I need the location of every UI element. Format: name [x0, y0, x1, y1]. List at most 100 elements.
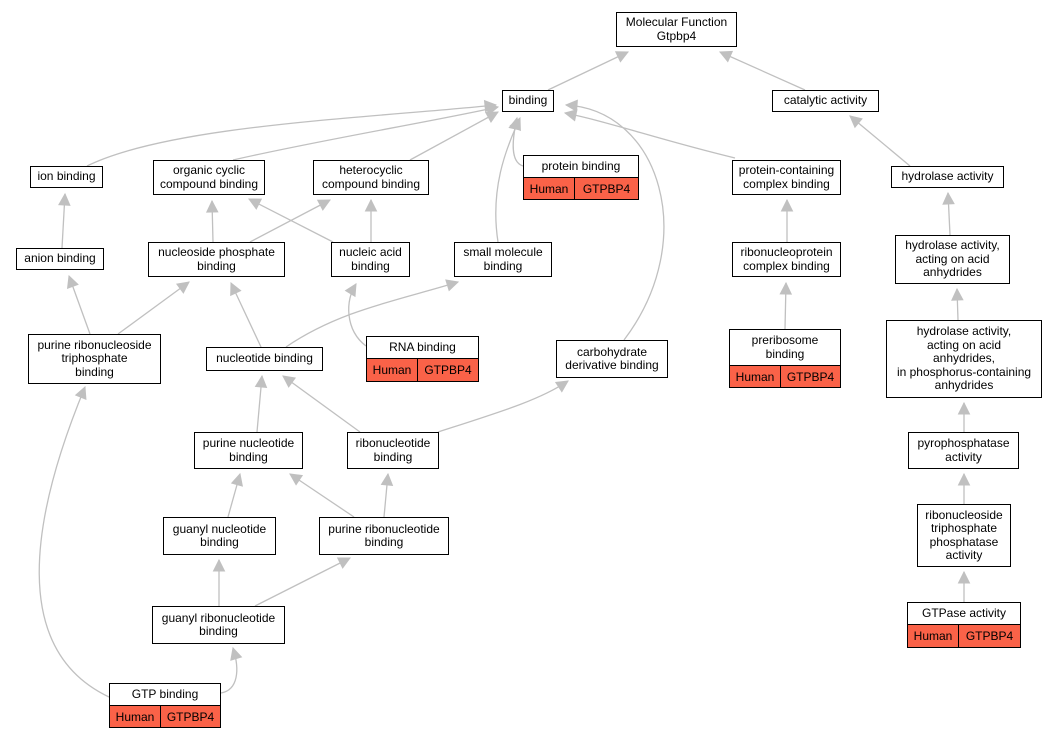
node-gtpase-activity[interactable]: GTPase activity Human GTPBP4: [907, 602, 1021, 648]
edge-ribonucleotide-to-carbohydrate: [437, 380, 569, 433]
annotation-row: Human GTPBP4: [730, 365, 840, 387]
node-gtp-binding[interactable]: GTP binding Human GTPBP4: [109, 683, 221, 728]
node-purine-ribonucleotide-binding[interactable]: purine ribonucleotide binding: [319, 517, 449, 555]
node-hydrolase-acid-anhydrides[interactable]: hydrolase activity, acting on acid anhyd…: [895, 235, 1010, 284]
edge-purine_ribonucleotide-to-purine_nucleotide: [289, 473, 355, 518]
node-nucleoside-phosphate-binding[interactable]: nucleoside phosphate binding: [148, 242, 285, 277]
edge-ion-to-binding: [86, 104, 497, 167]
node-preribosome-binding-title: preribosome binding: [751, 333, 819, 361]
arrowhead: [554, 380, 569, 393]
edge-nucleoside_phosphate-to-heterocyclic: [249, 199, 331, 243]
edge-hydrolase-to-catalytic: [849, 115, 911, 167]
node-hydrolase-phosphorus-anhydrides[interactable]: hydrolase activity, acting on acid anhyd…: [886, 320, 1042, 398]
annotation-row: Human GTPBP4: [110, 705, 220, 727]
arrowhead: [957, 401, 971, 415]
species-label: Human: [524, 178, 575, 199]
arrowhead: [380, 472, 394, 487]
node-anion-binding[interactable]: anion binding: [16, 248, 104, 270]
edge-small_molecule-to-binding: [495, 117, 521, 243]
arrowhead: [563, 109, 578, 122]
node-protein-binding-title: protein binding: [541, 158, 621, 173]
species-label: Human: [730, 366, 781, 387]
node-small-molecule-binding[interactable]: small molecule binding: [454, 242, 552, 277]
node-guanyl-ribonucleotide-binding[interactable]: guanyl ribonucleotide binding: [152, 606, 285, 644]
edge-ribonucleotide-to-nucleotide: [282, 375, 361, 433]
node-purine-ribonucleoside-triphosphate-binding[interactable]: purine ribonucleoside triphosphate bindi…: [28, 334, 161, 384]
gene-label: GTPBP4: [965, 629, 1014, 643]
edge-gtp_binding-to-purine_rnt: [38, 386, 110, 698]
arrowhead: [951, 287, 964, 301]
edge-organic_cyclic-to-binding: [232, 106, 499, 161]
arrowhead: [230, 646, 243, 661]
annotation-row: Human GTPBP4: [524, 177, 638, 199]
arrowhead: [564, 99, 578, 113]
arrowhead: [484, 111, 499, 124]
node-ribonucleotide-binding[interactable]: ribonucleotide binding: [347, 432, 439, 469]
node-binding[interactable]: binding: [502, 90, 554, 112]
node-organic-cyclic-compound-binding[interactable]: organic cyclic compound binding: [153, 160, 265, 195]
node-ion-binding[interactable]: ion binding: [30, 166, 103, 188]
node-carbohydrate-derivative-binding[interactable]: carbohydrate derivative binding: [556, 340, 668, 378]
arrowhead: [957, 570, 971, 584]
arrowhead: [780, 198, 794, 212]
node-ribonucleoside-triphosphate-phosphatase[interactable]: ribonucleoside triphosphate phosphatase …: [917, 504, 1011, 567]
arrowhead: [254, 374, 268, 389]
node-gtpase-activity-title: GTPase activity: [921, 605, 1007, 620]
arrowhead: [289, 473, 304, 486]
node-protein-binding[interactable]: protein binding Human GTPBP4: [523, 155, 639, 200]
node-guanyl-nucleotide-binding[interactable]: guanyl nucleotide binding: [163, 517, 276, 555]
node-purine-nucleotide-binding[interactable]: purine nucleotide binding: [194, 432, 303, 469]
edge-carbohydrate-to-binding: [565, 104, 665, 341]
edge-nucleotide-to-nucleoside_phosphate: [230, 282, 262, 348]
arrowhead: [509, 116, 521, 132]
node-catalytic-activity[interactable]: catalytic activity: [772, 90, 879, 112]
arrowhead: [445, 279, 460, 292]
edge-catalytic-to-mf: [719, 51, 806, 91]
arrowhead: [849, 115, 863, 129]
arrowhead: [230, 281, 242, 297]
arrowhead: [74, 385, 87, 401]
arrowhead: [957, 472, 971, 486]
arrowhead: [175, 281, 190, 294]
gene-label: GTPBP4: [786, 369, 835, 384]
arrowhead: [316, 199, 331, 211]
arrowhead: [336, 557, 351, 569]
arrowhead: [364, 198, 378, 212]
arrowhead: [614, 51, 630, 63]
node-pyrophosphatase-activity[interactable]: pyrophosphatase activity: [908, 432, 1019, 469]
arrowhead: [718, 50, 734, 63]
edge-binding-to-mf: [547, 51, 629, 91]
arrowhead: [66, 274, 79, 289]
edge-heterocyclic-to-binding: [409, 111, 499, 161]
gene-label: GTPBP4: [424, 363, 472, 377]
node-rna-binding-title: RNA binding: [389, 339, 456, 354]
node-preribosome-binding[interactable]: preribosome binding Human GTPBP4: [729, 329, 841, 388]
node-gtp-binding-title: GTP binding: [131, 686, 199, 701]
arrowhead: [212, 558, 226, 572]
edge-purine_rnt-to-nucleoside_phosphate: [117, 281, 190, 335]
node-heterocyclic-compound-binding[interactable]: heterocyclic compound binding: [313, 160, 429, 195]
edge-guanyl_ribonucleotide-to-purine_ribonucleotide: [254, 557, 351, 607]
species-label: Human: [367, 359, 418, 381]
node-nucleic-acid-binding[interactable]: nucleic acid binding: [331, 242, 410, 277]
node-nucleotide-binding[interactable]: nucleotide binding: [206, 347, 323, 371]
arrowhead: [282, 375, 297, 388]
gene-label: GTPBP4: [582, 181, 631, 196]
arrowhead: [230, 472, 243, 487]
arrowhead: [248, 198, 263, 210]
edge-nucleotide-to-small_molecule: [285, 281, 459, 348]
node-ribonucleoprotein-complex-binding[interactable]: ribonucleoprotein complex binding: [732, 242, 841, 277]
arrowhead: [58, 192, 71, 206]
species-label: Human: [110, 706, 161, 727]
arrowhead: [344, 283, 357, 298]
species-label: Human: [908, 625, 959, 647]
node-rna-binding[interactable]: RNA binding Human GTPBP4: [366, 336, 479, 382]
node-molecular-function[interactable]: Molecular Function Gtpbp4: [616, 12, 737, 47]
annotation-row: Human GTPBP4: [367, 358, 478, 381]
arrowhead: [779, 281, 793, 295]
edge-protein_complex-to-binding: [564, 112, 736, 159]
annotation-row: Human GTPBP4: [908, 624, 1020, 647]
node-hydrolase-activity[interactable]: hydrolase activity: [891, 166, 1004, 188]
node-protein-containing-complex-binding[interactable]: protein-containing complex binding: [732, 160, 841, 195]
